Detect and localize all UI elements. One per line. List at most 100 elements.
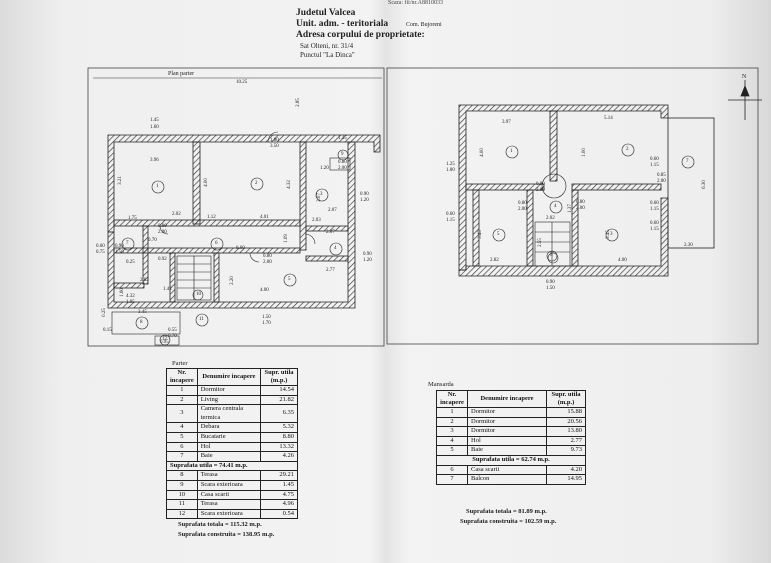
col-header: Supr. utila (m.p.) — [260, 368, 298, 386]
dim-label: 0.80 — [518, 201, 527, 206]
dim-label: 0.80 — [576, 200, 585, 205]
dim-label: 1.15 — [650, 163, 659, 168]
table-cell: 13.32 — [260, 441, 298, 453]
mansarda-caption: Mansarda — [428, 381, 454, 388]
room-number: 6 — [215, 241, 218, 246]
table-cell: 3 — [436, 426, 468, 437]
table-cell: 2 — [436, 416, 468, 428]
table-cell: 6.35 — [260, 404, 298, 424]
dim-label: 2.82 — [140, 278, 149, 283]
dim-label: 0.80 — [338, 160, 347, 165]
table-cell: Baie — [467, 445, 547, 456]
table-cell: 8.80 — [260, 431, 298, 443]
dim-label: 3.07 — [316, 193, 322, 202]
dim-label: 2.00 — [536, 188, 545, 193]
room-number: 6 — [550, 253, 553, 258]
table-cell: 4 — [436, 435, 468, 447]
table-cell: 5.32 — [260, 422, 298, 433]
table-cell: 3 — [166, 404, 198, 424]
dim-label: 2.00 — [338, 166, 347, 171]
dim-label: 1.42 — [163, 287, 172, 292]
dim-label: 1.60 — [150, 125, 159, 130]
room-number: 8 — [140, 320, 143, 325]
upper-stairs — [534, 173, 571, 267]
table-cell: 1 — [166, 385, 198, 396]
dim-label: 2.30 — [684, 243, 693, 248]
dim-label: 2.02 — [172, 212, 181, 217]
table-cell: Debara — [196, 422, 262, 433]
dim-label: 3.96 — [150, 158, 159, 163]
dim-label: 1.80 — [270, 138, 279, 143]
table-cell: 9 — [166, 479, 198, 491]
table-cell: 6 — [436, 464, 468, 476]
address-title: Adresa corpului de proprietate: — [296, 30, 425, 40]
dim-label: 1.12 — [207, 215, 216, 220]
upper-frame — [386, 67, 759, 345]
table-header-row: Nr. incapere Denumire incapere Supr. uti… — [436, 390, 586, 408]
dim-label: 1.15 — [650, 227, 659, 232]
table-cell: Scara exterioara — [196, 508, 262, 520]
table-cell: 6 — [166, 441, 198, 453]
table-cell: Balcon — [467, 474, 547, 485]
dim-label: 10.25 — [236, 80, 248, 85]
dim-label: 1.25 — [446, 162, 455, 167]
ground-doors — [159, 131, 316, 263]
table-cell: Dormitor — [467, 426, 547, 437]
balcony-outline — [667, 117, 715, 249]
table-cell: Bucatarie — [196, 431, 262, 443]
dim-label: 3.45 — [477, 230, 483, 239]
table-cell: 14.95 — [546, 474, 586, 485]
dim-label: 1.50 — [115, 250, 124, 255]
dim-label: 0.75 — [96, 250, 105, 255]
table-cell: 5 — [436, 445, 468, 456]
dim-label: 0.92 — [158, 257, 167, 262]
room-number: 3 — [610, 232, 613, 237]
table-cell: 21.82 — [260, 394, 298, 406]
village-address: Sat Olteni, nr. 31/4 — [300, 42, 354, 50]
dim-label: 1.50 — [262, 315, 271, 320]
dim-label: 4.00 — [260, 288, 269, 293]
dim-label: 0.25 — [101, 308, 107, 317]
dim-label: 0.70 — [148, 238, 157, 243]
room-number: 9 — [341, 152, 344, 157]
table-cell: Terasa — [196, 470, 262, 481]
table-cell: 0.54 — [260, 508, 298, 520]
dim-label: 2.20 — [229, 276, 235, 285]
dim-label: 4.32 — [126, 294, 135, 299]
table-cell: 2.77 — [546, 435, 586, 447]
table-cell: 4 — [166, 422, 198, 433]
col-header: Nr. incapere — [436, 390, 468, 408]
dim-label: 1.15 — [650, 207, 659, 212]
table-cell: 8 — [166, 470, 198, 481]
dim-label: 0.25 — [126, 260, 135, 265]
table-cell: Casa scarii — [467, 464, 547, 476]
dim-label: 0.90 — [115, 244, 124, 249]
dim-label: 2.07 — [328, 208, 337, 213]
dim-label: 2.55 — [537, 238, 543, 247]
table-cell: 1 — [436, 407, 468, 418]
room-number: 1 — [510, 149, 513, 154]
room-number: 4 — [334, 246, 337, 251]
dim-label: 1.20 — [360, 198, 369, 203]
table-cell: 15.88 — [546, 407, 586, 418]
table-cell: Casa scarii — [196, 489, 262, 501]
plan-title: Plan parter — [168, 71, 195, 77]
county-title: Judetul Valcea — [296, 8, 356, 18]
dim-label: 2.82 — [490, 258, 499, 263]
ground-room-markers — [121, 149, 349, 346]
dim-label: 0.60 — [650, 157, 659, 162]
dim-label: 1.15 — [446, 218, 455, 223]
dim-label: 0.80 — [158, 224, 167, 229]
parter-built: Suprafata construita = 138.95 m.p. — [178, 531, 275, 538]
room-number: 11 — [199, 317, 204, 322]
